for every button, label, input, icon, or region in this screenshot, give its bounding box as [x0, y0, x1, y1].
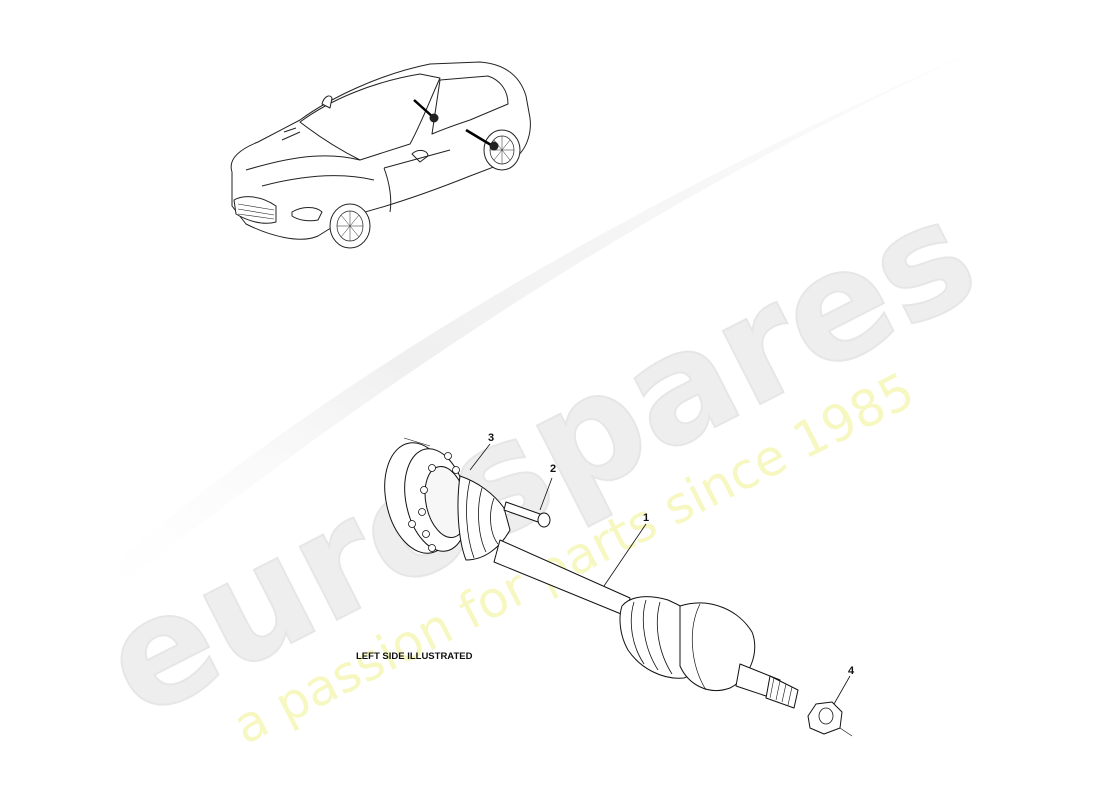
callout-1: 1 — [643, 512, 649, 524]
car-grille-slats — [237, 203, 275, 220]
car-mirror — [321, 95, 333, 109]
nut-bore — [818, 707, 834, 725]
leader-1 — [603, 523, 647, 587]
car-door-line — [383, 149, 451, 213]
car-rear-spokes — [490, 136, 514, 164]
stub-axle-spline — [765, 675, 799, 709]
car-driveshaft-joint-inner — [429, 113, 439, 123]
nut-part — [807, 701, 853, 737]
leader-2 — [539, 477, 553, 511]
inner-boot-ribs — [466, 479, 499, 559]
nut-reference-line — [839, 727, 853, 737]
inner-boot — [457, 475, 511, 561]
car-driveshaft-joint-outer — [489, 141, 499, 151]
leader-3 — [469, 443, 491, 471]
bolt-part — [503, 501, 551, 528]
car-headlight — [291, 207, 323, 222]
car-front-spokes — [337, 211, 363, 241]
outer-cv-joint-seam — [691, 603, 707, 691]
watermark-brand: eurospares — [77, 166, 1001, 752]
spline-teeth — [769, 677, 793, 706]
callout-2: 2 — [550, 463, 556, 475]
bolt-head — [537, 512, 551, 528]
car-grille — [233, 196, 277, 224]
outer-boot-ribs — [630, 599, 673, 675]
side-note: LEFT SIDE ILLUSTRATED — [356, 651, 473, 662]
leader-4 — [833, 675, 851, 705]
reference-line-inner — [403, 437, 431, 447]
watermark: eurospares a passion for parts since 198… — [60, 40, 1002, 756]
callout-3: 3 — [488, 432, 494, 444]
leader-lines — [469, 443, 851, 705]
flange-bolt-holes — [408, 452, 460, 552]
car-side-window — [431, 75, 509, 135]
callouts: 1 2 3 4 — [488, 432, 855, 677]
callout-4: 4 — [848, 665, 855, 677]
car-overview-illustration — [230, 61, 531, 249]
driveshaft-assembly — [384, 437, 853, 737]
watermark-swoosh — [60, 40, 1000, 610]
car-windscreen — [299, 73, 441, 161]
car-hood-lines — [245, 127, 375, 187]
outer-cv-joint — [679, 602, 756, 692]
